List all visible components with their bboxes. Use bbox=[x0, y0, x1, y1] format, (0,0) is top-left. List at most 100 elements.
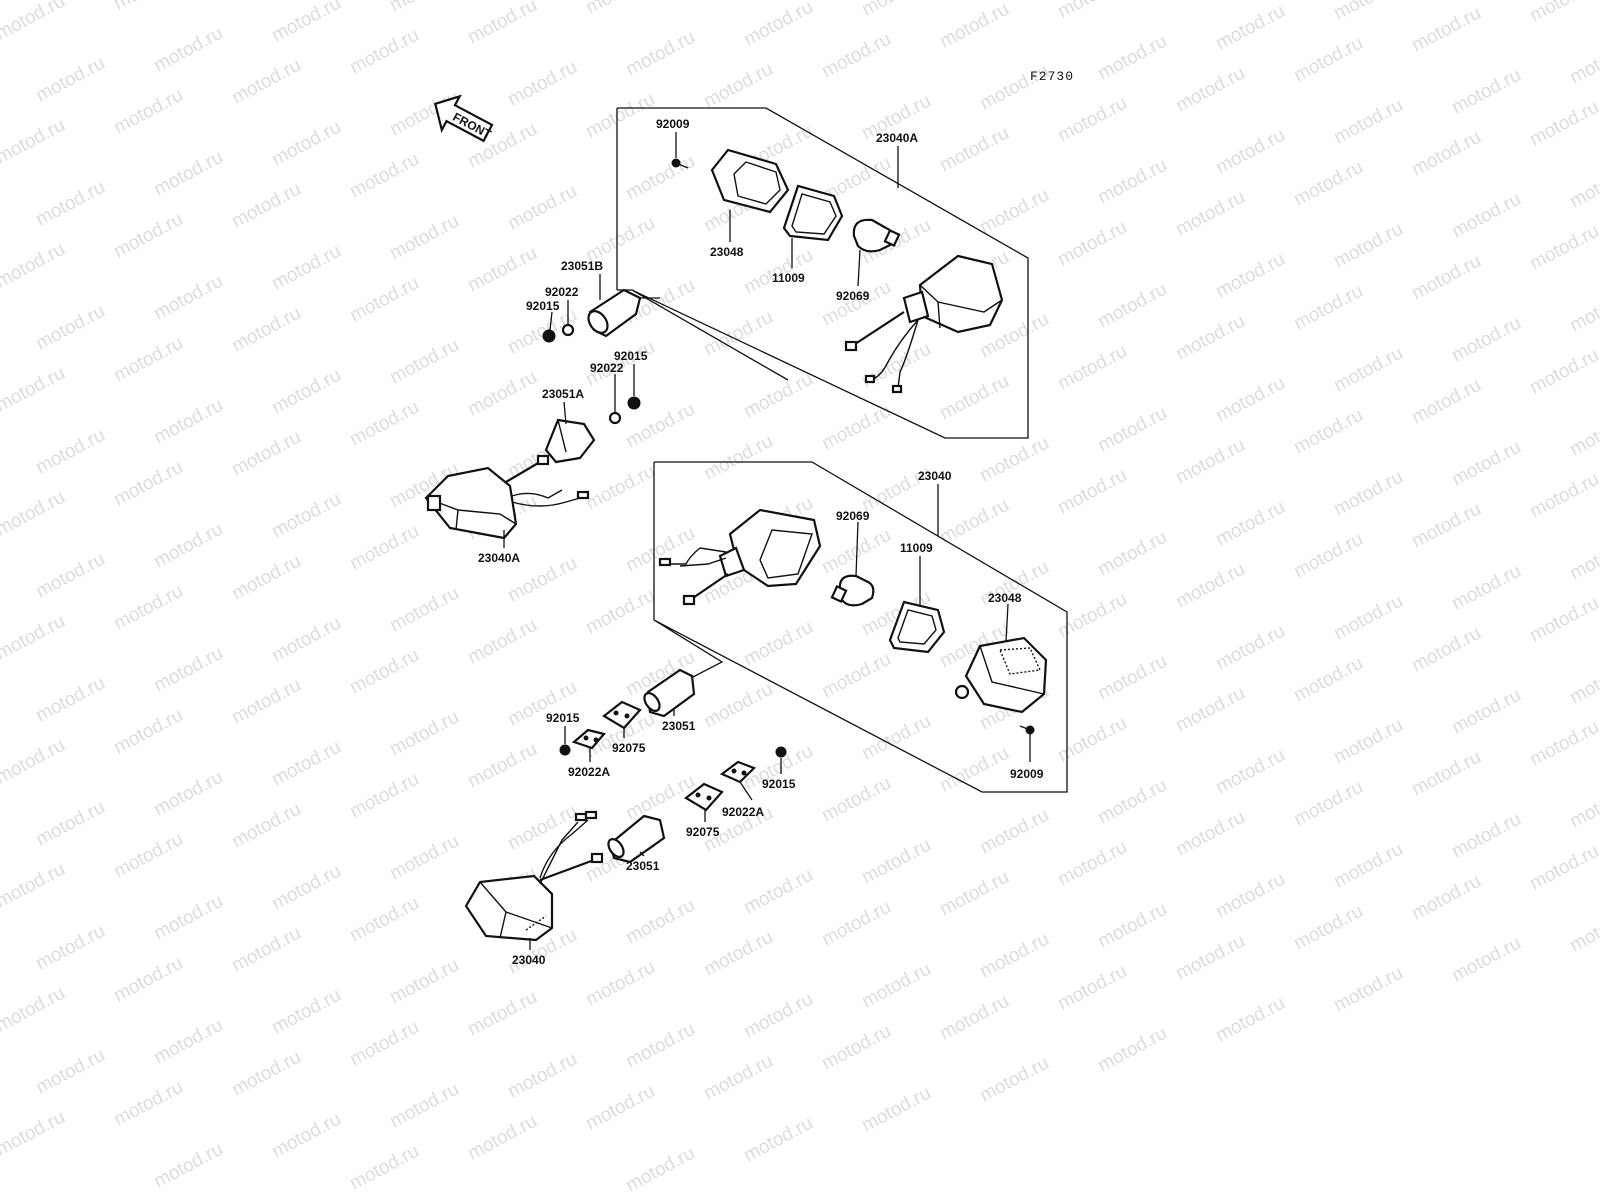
watermark-text: motod.ru bbox=[622, 895, 698, 949]
nut-92015-mid bbox=[627, 396, 641, 410]
signal-housing-23040A-upper bbox=[844, 254, 1004, 394]
watermark-text: motod.ru bbox=[1054, 217, 1130, 271]
watermark-text: motod.ru bbox=[1212, 621, 1288, 675]
watermark-text: motod.ru bbox=[858, 1083, 934, 1137]
watermark-text: motod.ru bbox=[150, 767, 226, 821]
watermark-text: motod.ru bbox=[1566, 283, 1600, 337]
watermark-text: motod.ru bbox=[622, 27, 698, 81]
watermark-text: motod.ru bbox=[1526, 345, 1600, 399]
watermark-text: motod.ru bbox=[700, 927, 776, 981]
watermark-text: motod.ru bbox=[1094, 279, 1170, 333]
label-23040A-left: 23040A bbox=[478, 551, 520, 565]
watermark-text: motod.ru bbox=[1094, 403, 1170, 457]
watermark-text: motod.ru bbox=[32, 797, 108, 851]
watermark-text: motod.ru bbox=[1526, 97, 1600, 151]
watermark-text: motod.ru bbox=[346, 1141, 422, 1195]
watermark-text: motod.ru bbox=[1212, 497, 1288, 551]
watermark-text: motod.ru bbox=[32, 921, 108, 975]
watermark-text: motod.ru bbox=[0, 0, 69, 44]
watermark-text: motod.ru bbox=[268, 613, 344, 667]
watermark-text: motod.ru bbox=[1212, 869, 1288, 923]
watermark-text: motod.ru bbox=[110, 705, 186, 759]
watermark-text: motod.ru bbox=[0, 611, 69, 665]
watermark-text: motod.ru bbox=[0, 115, 69, 169]
watermark-text: motod.ru bbox=[582, 957, 658, 1011]
watermark-text: motod.ru bbox=[700, 1051, 776, 1105]
watermark-text: motod.ru bbox=[622, 151, 698, 205]
watermark-text: motod.ru bbox=[1408, 375, 1484, 429]
watermark-text: motod.ru bbox=[150, 1015, 226, 1069]
watermark-text: motod.ru bbox=[1448, 933, 1524, 987]
signal-housing-23040-lower bbox=[658, 508, 822, 606]
watermark-text: motod.ru bbox=[1330, 467, 1406, 521]
gasket-11009-lower bbox=[888, 600, 946, 654]
watermark-text: motod.ru bbox=[1290, 405, 1366, 459]
watermark-text: motod.ru bbox=[110, 0, 186, 14]
watermark-text: motod.ru bbox=[1330, 343, 1406, 397]
label-23040-lower: 23040 bbox=[918, 469, 952, 483]
holder-23051-lower bbox=[607, 814, 666, 864]
watermark-text: motod.ru bbox=[228, 303, 304, 357]
watermark-text: motod.ru bbox=[1054, 961, 1130, 1015]
watermark-text: motod.ru bbox=[228, 179, 304, 233]
watermark-text: motod.ru bbox=[936, 123, 1012, 177]
watermark-text: motod.ru bbox=[858, 0, 934, 20]
watermark-text: motod.ru bbox=[1566, 159, 1600, 213]
watermark-text: motod.ru bbox=[346, 25, 422, 79]
label-92015-upper: 92015 bbox=[526, 299, 560, 313]
watermark-text: motod.ru bbox=[346, 1017, 422, 1071]
watermark-text: motod.ru bbox=[110, 1077, 186, 1131]
watermark-text: motod.ru bbox=[818, 1021, 894, 1075]
watermark-text: motod.ru bbox=[1566, 531, 1600, 585]
grommet-92075-lower bbox=[684, 782, 724, 812]
watermark-text: motod.ru bbox=[1054, 0, 1130, 22]
watermark-text: motod.ru bbox=[110, 209, 186, 263]
watermark-text: motod.ru bbox=[386, 211, 462, 265]
watermark-text: motod.ru bbox=[1290, 901, 1366, 955]
watermark-text: motod.ru bbox=[268, 861, 344, 915]
watermark-text: motod.ru bbox=[622, 1143, 698, 1197]
watermark-text: motod.ru bbox=[1526, 841, 1600, 895]
watermark-text: motod.ru bbox=[740, 865, 816, 919]
watermark-text: motod.ru bbox=[1408, 871, 1484, 925]
watermark-text: motod.ru bbox=[1566, 655, 1600, 709]
gasket-11009-upper bbox=[782, 184, 844, 242]
watermark-text: motod.ru bbox=[32, 53, 108, 107]
watermark-text: motod.ru bbox=[464, 367, 540, 421]
watermark-text: motod.ru bbox=[582, 461, 658, 515]
watermark-text: motod.ru bbox=[1172, 311, 1248, 365]
watermark-text: motod.ru bbox=[976, 1053, 1052, 1107]
watermark-text: motod.ru bbox=[1172, 63, 1248, 117]
plate-92022A-lower bbox=[719, 760, 756, 784]
label-92075-lower-a: 92075 bbox=[612, 741, 646, 755]
plate-92022A-upper bbox=[571, 728, 606, 750]
bulb-92069-upper bbox=[852, 218, 901, 253]
label-92009-lower: 92009 bbox=[1010, 767, 1044, 781]
watermark-text: motod.ru bbox=[1526, 593, 1600, 647]
label-23040A-upper: 23040A bbox=[876, 131, 918, 145]
watermark-text: motod.ru bbox=[32, 301, 108, 355]
watermark-text: motod.ru bbox=[386, 335, 462, 389]
label-23051-lower-a: 23051 bbox=[662, 719, 696, 733]
label-92022A-lower-a: 92022A bbox=[568, 765, 610, 779]
watermark-text: motod.ru bbox=[464, 1111, 540, 1165]
label-92022-upper: 92022 bbox=[545, 285, 579, 299]
watermark-text: motod.ru bbox=[504, 1049, 580, 1103]
watermark-text: motod.ru bbox=[228, 55, 304, 109]
watermark-text: motod.ru bbox=[1054, 837, 1130, 891]
holder-23051-upper bbox=[643, 668, 696, 718]
label-23051-lower-b: 23051 bbox=[626, 859, 660, 873]
label-92015-lower-a: 92015 bbox=[546, 711, 580, 725]
watermark-text: motod.ru bbox=[268, 1109, 344, 1163]
watermark-text: motod.ru bbox=[268, 117, 344, 171]
watermark-text: motod.ru bbox=[700, 431, 776, 485]
watermark-text: motod.ru bbox=[1212, 125, 1288, 179]
label-92015-lower-b: 92015 bbox=[762, 777, 796, 791]
label-92022A-lower-b: 92022A bbox=[722, 805, 764, 819]
watermark-text: motod.ru bbox=[1172, 807, 1248, 861]
watermark-text: motod.ru bbox=[582, 585, 658, 639]
watermark-text: motod.ru bbox=[1054, 713, 1130, 767]
watermark-text: motod.ru bbox=[936, 371, 1012, 425]
